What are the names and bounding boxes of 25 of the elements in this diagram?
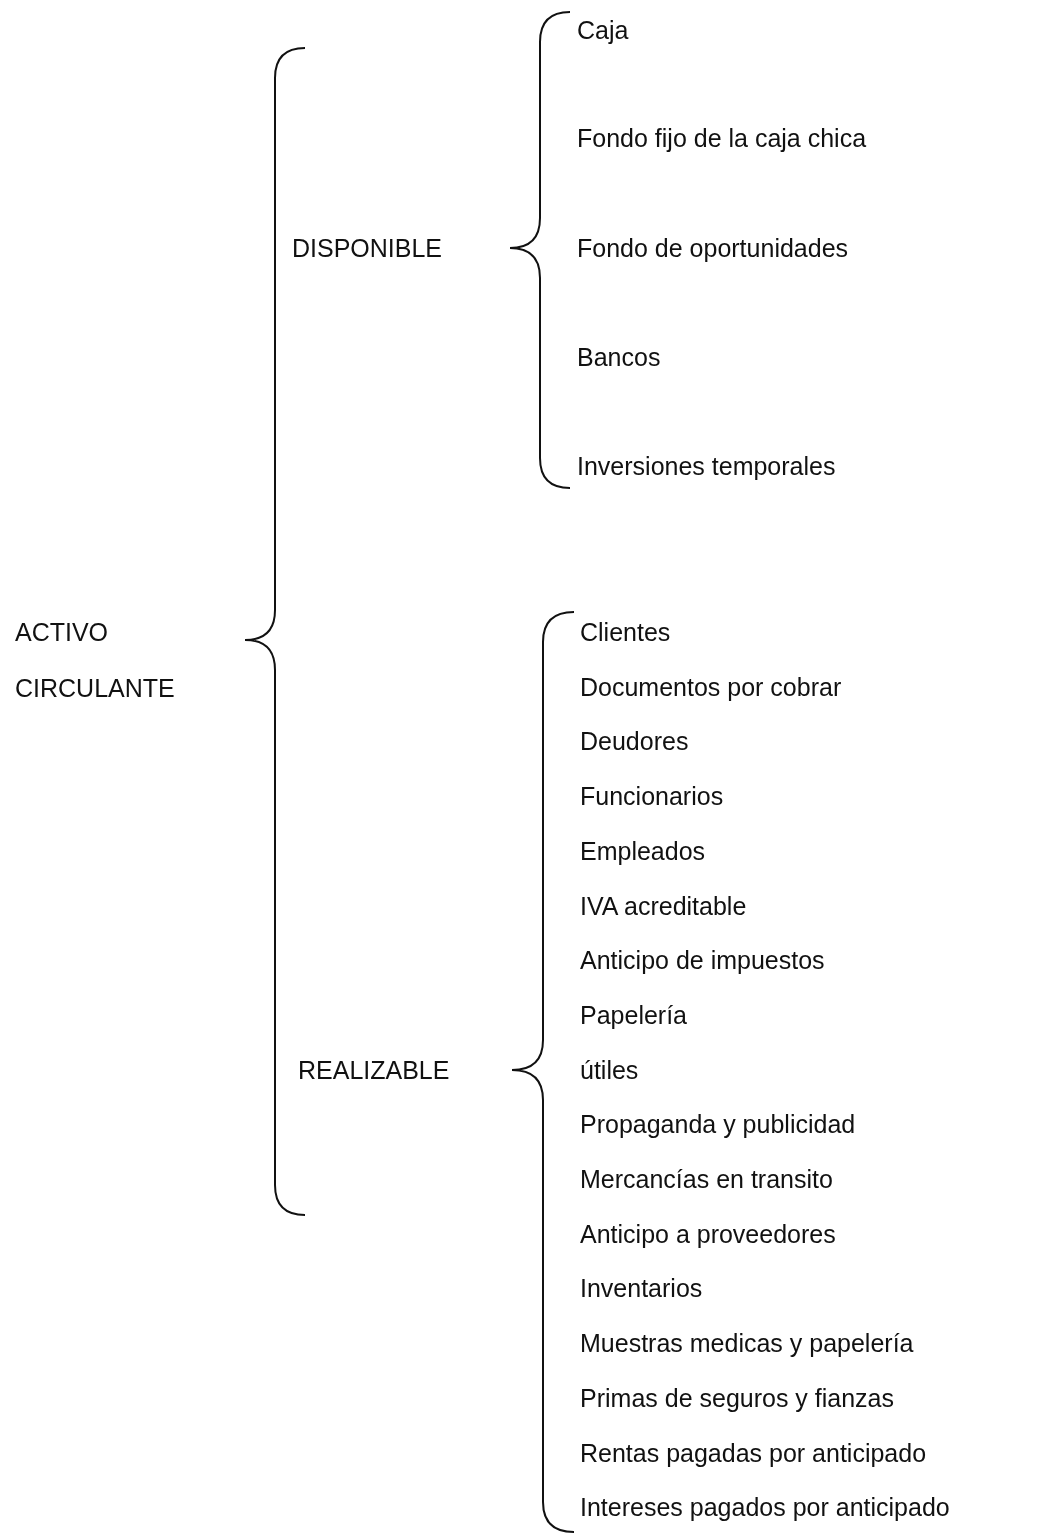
account-label: Primas de seguros y fianzas — [580, 1382, 895, 1414]
account-label: Anticipo de impuestos — [580, 945, 825, 977]
account-label: Deudores — [580, 726, 689, 758]
root-category-label: ACTIVO CIRCULANTE — [15, 617, 176, 704]
account-label: Muestras medicas y papelería — [580, 1328, 914, 1360]
account-label: Empleados — [580, 835, 706, 867]
account-label: Papelería — [580, 999, 688, 1031]
account-label: Propaganda y publicidad — [580, 1109, 856, 1141]
account-label: Funcionarios — [580, 781, 724, 813]
account-label: Rentas pagadas por anticipado — [580, 1437, 927, 1469]
account-label: Bancos — [577, 342, 661, 373]
account-label: Inventarios — [580, 1273, 703, 1305]
account-label: Caja — [577, 15, 629, 46]
account-label: Anticipo a proveedores — [580, 1218, 836, 1250]
category-label: REALIZABLE — [298, 1055, 450, 1086]
account-label: Fondo fijo de la caja chica — [577, 123, 867, 154]
account-label: Documentos por cobrar — [580, 671, 842, 703]
account-label: Clientes — [580, 617, 671, 648]
account-label: Intereses pagados por anticipado — [580, 1492, 950, 1524]
account-label: IVA acreditable — [580, 890, 747, 922]
category-label: DISPONIBLE — [292, 233, 443, 264]
account-label: Mercancías en transito — [580, 1164, 833, 1195]
account-label: útiles — [580, 1054, 639, 1086]
account-label: Fondo de oportunidades — [577, 233, 849, 264]
account-label: Inversiones temporales — [577, 451, 836, 482]
